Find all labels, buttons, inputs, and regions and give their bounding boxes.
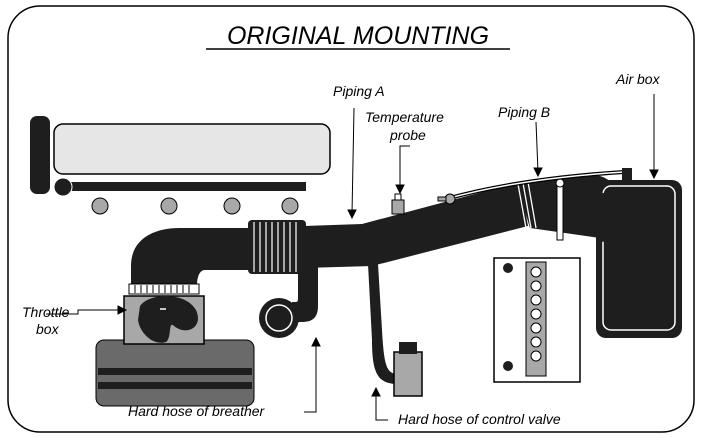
manifold-stripe-2 bbox=[98, 382, 252, 389]
throttle-clamp bbox=[128, 283, 200, 295]
piping-joint-rings bbox=[517, 181, 537, 229]
control-valve-body bbox=[393, 351, 423, 397]
connector-pin-5 bbox=[530, 322, 542, 334]
air-box-inlet bbox=[588, 190, 623, 242]
control-valve-hose bbox=[368, 264, 398, 384]
temperature-probe-tip bbox=[394, 193, 402, 201]
intake-elbow-hose bbox=[131, 228, 252, 286]
diagram-title: ORIGINAL MOUNTING bbox=[227, 22, 489, 50]
leader-piping-b bbox=[535, 121, 539, 173]
arrow-throttle-box bbox=[117, 305, 128, 315]
fuel-rail-assembly bbox=[30, 116, 331, 215]
manifold-stripe-1 bbox=[98, 368, 252, 375]
throttle-clamp-ridges bbox=[134, 285, 190, 293]
throttle-cam bbox=[138, 295, 198, 343]
rail-tube bbox=[53, 123, 331, 175]
vent-line-inner bbox=[445, 171, 625, 200]
leader-temperature-probe bbox=[399, 145, 410, 188]
connector-mount-top bbox=[503, 263, 513, 273]
breather-outlet bbox=[259, 298, 299, 338]
injector-1 bbox=[91, 197, 109, 215]
arrow-piping-b bbox=[533, 167, 543, 178]
bellows-ridges bbox=[253, 222, 297, 272]
breather-outlet-ring bbox=[265, 304, 293, 332]
injector-2 bbox=[160, 197, 178, 215]
connector-pin-6 bbox=[530, 336, 542, 348]
label-air-box: Air box bbox=[615, 71, 661, 87]
label-piping-b: Piping B bbox=[498, 104, 550, 120]
rail-end-cap bbox=[30, 116, 50, 194]
label-hard-hose-breather: Hard hose of breather bbox=[128, 403, 266, 419]
arrow-air-box bbox=[649, 169, 659, 180]
connector-mount-bottom bbox=[503, 361, 513, 371]
leader-control-valve bbox=[375, 392, 388, 421]
label-temperature-probe-2: probe bbox=[389, 127, 426, 143]
connector-pin-2 bbox=[530, 280, 542, 292]
rail-bar-end bbox=[53, 177, 73, 197]
vent-nipple bbox=[437, 196, 447, 202]
airbox-nipple bbox=[622, 168, 632, 182]
rail-bar bbox=[58, 182, 306, 191]
leader-breather bbox=[304, 342, 317, 413]
connector-block bbox=[493, 257, 581, 383]
arrow-temperature-probe bbox=[395, 184, 405, 195]
leader-throttle-box bbox=[46, 309, 122, 315]
label-piping-a: Piping A bbox=[333, 83, 385, 99]
connector-pin-7 bbox=[530, 350, 542, 362]
leader-piping-a bbox=[351, 107, 355, 215]
label-throttle-box-2: box bbox=[36, 321, 60, 337]
breather-hose bbox=[292, 262, 318, 322]
air-box-inner bbox=[602, 185, 676, 331]
arrow-piping-a bbox=[347, 209, 357, 220]
connector-pin-4 bbox=[530, 308, 542, 320]
arrow-control-valve bbox=[371, 386, 381, 397]
bellows-body bbox=[248, 220, 306, 274]
piping-a bbox=[304, 182, 528, 268]
injector-3 bbox=[223, 197, 241, 215]
leader-lines bbox=[46, 94, 659, 421]
connector-pin-1 bbox=[530, 266, 542, 278]
intake-manifold bbox=[95, 339, 255, 407]
injector-4 bbox=[281, 197, 299, 215]
connector-pin-3 bbox=[530, 294, 542, 306]
label-throttle-box-1: Throttle bbox=[22, 304, 70, 320]
label-temperature-probe-1: Temperature bbox=[365, 109, 444, 125]
arrow-breather bbox=[311, 336, 321, 347]
control-valve-cap bbox=[399, 342, 417, 354]
label-hard-hose-control-valve: Hard hose of control valve bbox=[398, 411, 561, 427]
throttle-box bbox=[123, 295, 205, 345]
temperature-probe bbox=[391, 199, 405, 215]
piping-b-clamp-bolt bbox=[555, 178, 565, 188]
